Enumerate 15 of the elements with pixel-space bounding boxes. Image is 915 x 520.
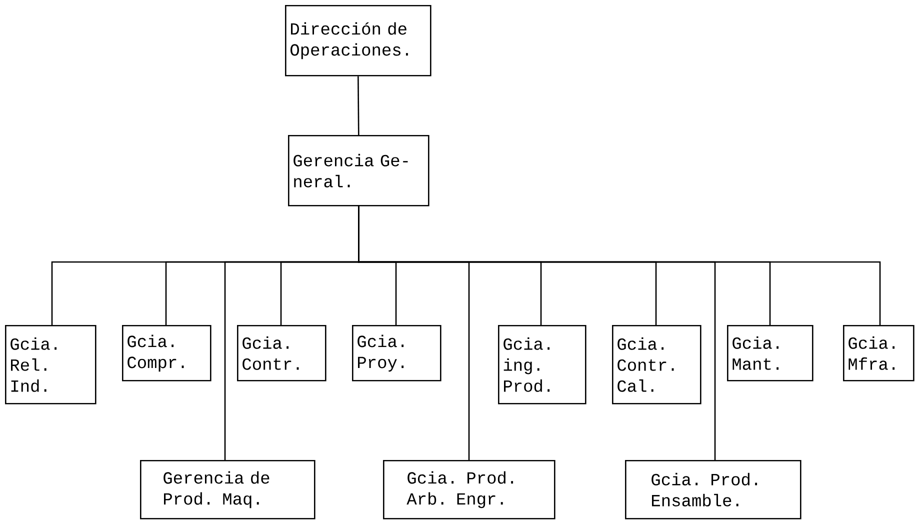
org-box: Gcia. Contr. (237, 325, 326, 382)
org-box: Gcia. Prod. Arb. Engr. (383, 460, 556, 520)
connector-line (358, 76, 360, 136)
org-box: Gerencia de Prod. Maq. (140, 460, 316, 520)
org-box: Gcia. ing. Prod. (498, 325, 586, 404)
org-box: Gcia. Mfra. (843, 325, 914, 382)
org-box: Dirección de Operaciones. (285, 5, 432, 76)
org-box: Gcia. Compr. (122, 325, 212, 382)
org-box: Gcia. Proy. (352, 325, 442, 382)
org-box: Gerencia Ge- neral. (288, 135, 430, 206)
org-box: Gcia. Contr. Cal. (612, 325, 702, 404)
org-box: Gcia. Prod. Ensamble. (625, 460, 802, 520)
connector-line (358, 206, 716, 460)
org-box: Gcia. Mant. (727, 325, 814, 382)
org-box: Gcia. Rel. Ind. (5, 325, 96, 404)
